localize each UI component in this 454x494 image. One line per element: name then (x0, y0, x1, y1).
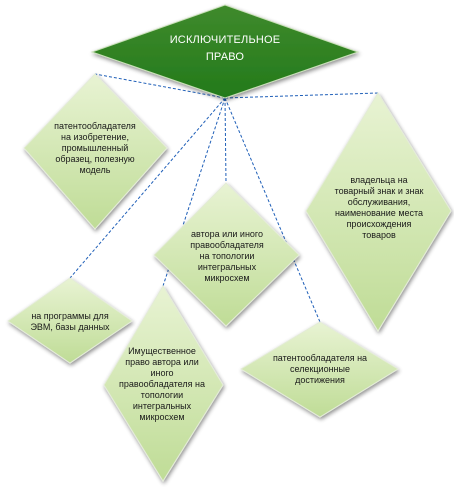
connector-software (69, 97, 226, 279)
connector-topology-author (224, 97, 227, 184)
node-property-right-label: Имущественное право автора или иного пра… (119, 345, 205, 422)
node-property-right-diamond (103, 285, 224, 482)
title-line1: ИСКЛЮЧИТЕЛЬНОЕ (169, 34, 281, 46)
title-line2: ПРАВО (205, 51, 245, 63)
connector-property-right (162, 97, 226, 287)
node-inventions-diamond (23, 73, 168, 230)
node-topology-author-diamond (153, 182, 300, 327)
connector-inventions (94, 73, 226, 99)
title-diamond (90, 4, 360, 99)
node-trademark-diamond (305, 92, 452, 332)
node-selection-diamond (240, 321, 399, 418)
node-software-diamond (7, 277, 133, 364)
node-selection-label: патентообладателя на селекционные достиж… (272, 352, 368, 385)
node-topology-author-label: автора или иного правообладателя на топо… (190, 228, 264, 283)
connector-trademark (224, 92, 379, 99)
title-label: ИСКЛЮЧИТЕЛЬНОЕ ПРАВО (130, 26, 320, 72)
connectors (69, 73, 379, 323)
node-trademark-label: владельца на товарный знак и знак обслуж… (334, 175, 424, 240)
connector-selection (224, 97, 321, 323)
node-software-label: на программы для ЭВМ, базы данных (30, 311, 110, 332)
node-inventions-label: патентообладателя на изобретение, промыш… (54, 120, 136, 175)
